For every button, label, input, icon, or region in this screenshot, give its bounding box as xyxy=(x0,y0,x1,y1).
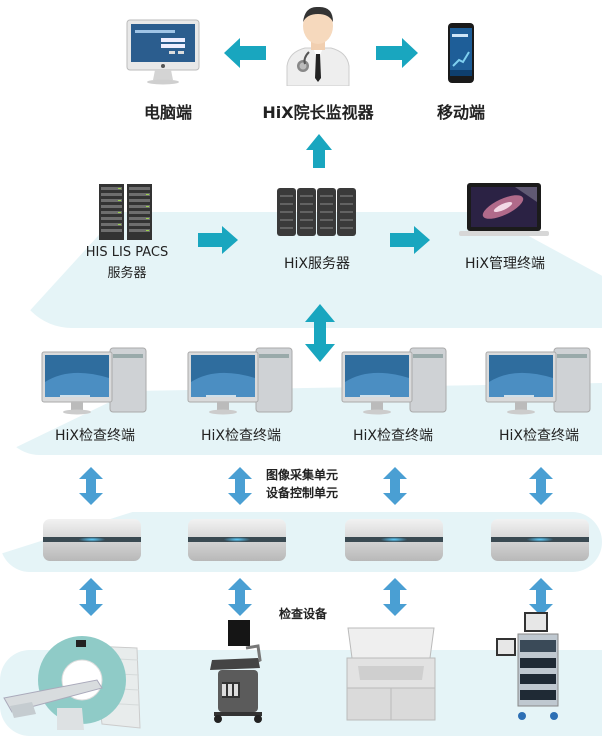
pc-client xyxy=(125,18,201,86)
director-monitor xyxy=(283,2,353,86)
hix-server-label: HiX服务器 xyxy=(283,256,350,272)
hix-admin-terminal xyxy=(459,182,549,238)
desktop-workstation-icon xyxy=(485,347,591,415)
arrow-right-icon xyxy=(390,226,430,254)
arrow-bidirectional-icon xyxy=(79,578,103,616)
his-server-label-line2: 服务器 xyxy=(107,266,147,281)
terminal-workstation xyxy=(340,346,452,418)
terminal-workstation xyxy=(40,346,152,418)
doctor-icon xyxy=(286,6,350,86)
hix-server xyxy=(276,188,358,236)
ct-scanner xyxy=(2,628,142,732)
arrow-bidirectional-icon xyxy=(305,304,335,362)
desktop-workstation-icon xyxy=(41,347,147,415)
units-label-line2: 设备控制单元 xyxy=(266,486,339,500)
server-rack-icon xyxy=(99,184,152,240)
units-label-line1: 图像采集单元 xyxy=(266,468,339,482)
terminal-label: HiX检查终端 xyxy=(498,428,579,444)
terminal-label: HiX检查终端 xyxy=(352,428,433,444)
acquisition-control-unit xyxy=(187,517,287,563)
desktop-workstation-icon xyxy=(187,347,293,415)
director-monitor-label: HiX院长监视器 xyxy=(262,103,374,122)
ultrasound-icon xyxy=(210,620,262,723)
endoscope-cart-icon xyxy=(496,612,559,720)
ct-scanner-icon xyxy=(3,636,141,730)
arrow-bidirectional-icon xyxy=(383,467,407,505)
terminal-row xyxy=(0,346,602,446)
laptop-icon xyxy=(459,183,549,236)
biochem-analyzer-icon xyxy=(346,627,436,721)
server-cluster-icon xyxy=(277,188,356,236)
endoscope-cart xyxy=(494,612,564,724)
acquisition-control-unit xyxy=(490,517,590,563)
devices-label: 检查设备 xyxy=(279,607,328,621)
arrow-bidirectional-icon xyxy=(228,578,252,616)
acquisition-control-unit xyxy=(42,517,142,563)
terminal-label: HiX检查终端 xyxy=(200,428,281,444)
ultrasound-machine xyxy=(204,620,274,724)
arrow-bidirectional-icon xyxy=(228,467,252,505)
hix-admin-terminal-label: HiX管理终端 xyxy=(464,256,545,272)
his-server-label-line1: HIS LIS PACS xyxy=(85,245,169,260)
control-unit-icon xyxy=(345,519,443,561)
arrow-bidirectional-icon xyxy=(529,467,553,505)
imac-icon xyxy=(126,19,200,85)
terminal-label: HiX检查终端 xyxy=(54,428,135,444)
control-unit-icon xyxy=(491,519,589,561)
his-lis-pacs-server xyxy=(98,184,154,240)
smartphone-icon xyxy=(448,23,474,83)
biochemical-analyzer xyxy=(344,626,438,722)
pc-client-label: 电脑端 xyxy=(143,103,192,122)
arrow-right-icon xyxy=(198,226,238,254)
desktop-workstation-icon xyxy=(341,347,447,415)
control-unit-icon xyxy=(188,519,286,561)
terminal-workstation xyxy=(186,346,298,418)
arrow-left-icon xyxy=(224,38,266,68)
control-unit-icon xyxy=(43,519,141,561)
mobile-client xyxy=(447,22,475,84)
arrow-bidirectional-icon xyxy=(79,467,103,505)
mobile-client-label: 移动端 xyxy=(436,103,485,122)
acquisition-control-unit xyxy=(344,517,444,563)
arrow-bidirectional-icon xyxy=(529,578,553,616)
terminal-workstation xyxy=(484,346,596,418)
arrow-right-icon xyxy=(376,38,418,68)
arrow-bidirectional-icon xyxy=(383,578,407,616)
arrow-up-icon xyxy=(306,134,332,168)
